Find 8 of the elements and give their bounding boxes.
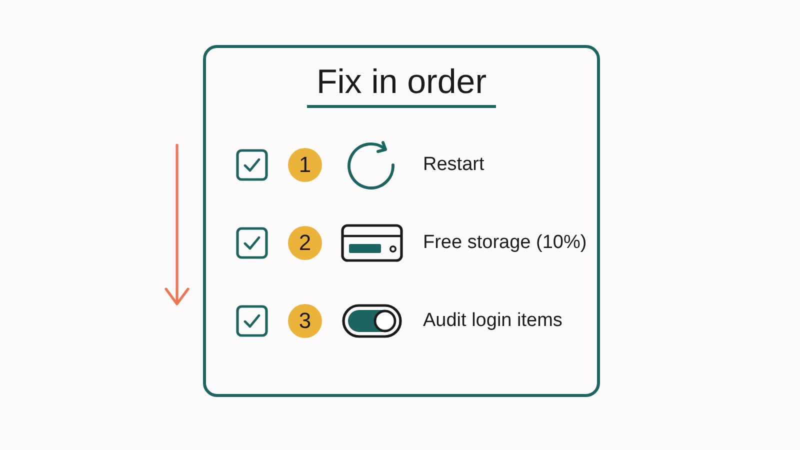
card-panel	[203, 45, 600, 397]
step-label: Restart	[423, 153, 484, 177]
number-badge: 1	[288, 148, 322, 182]
underlined-heading: Fix in order	[307, 62, 496, 108]
number-badge: 3	[288, 304, 322, 338]
number-badge: 2	[288, 226, 322, 260]
step-label: Free storage (10%)	[423, 231, 587, 255]
step-label: Audit login items	[423, 309, 562, 333]
